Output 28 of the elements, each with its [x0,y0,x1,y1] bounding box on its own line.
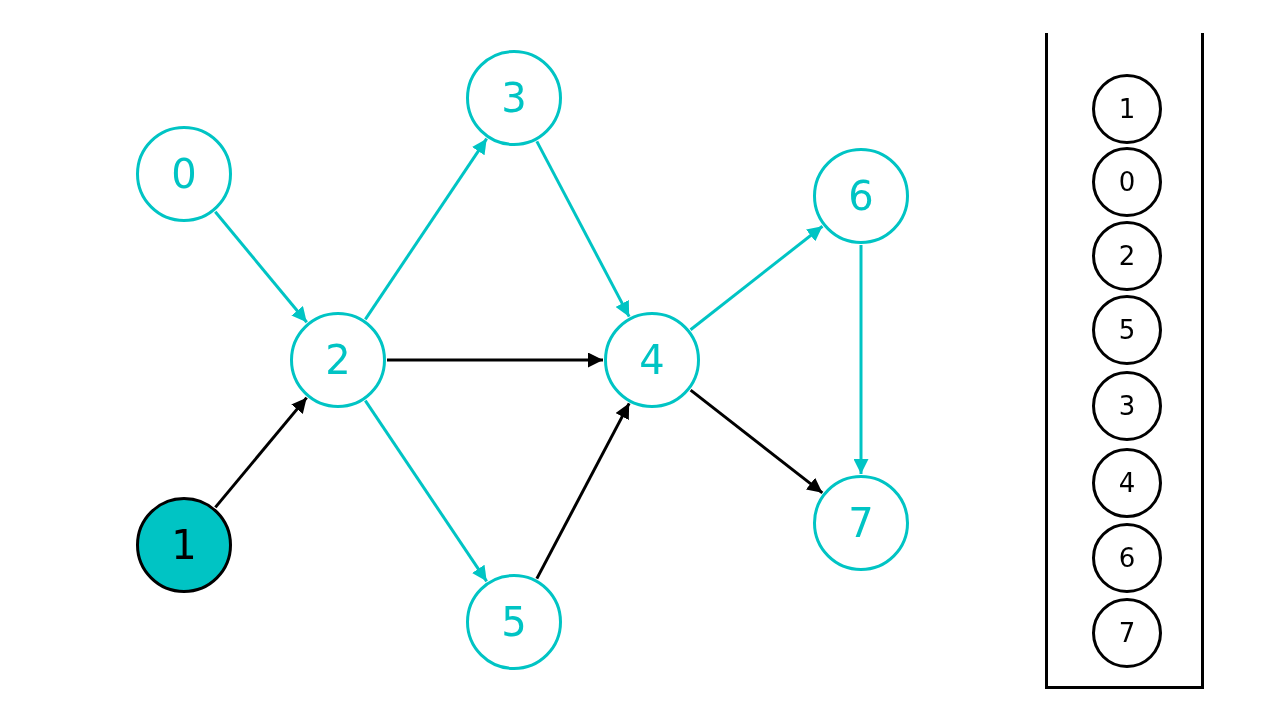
arrow [387,352,603,368]
arrow [853,245,869,474]
arrow [364,399,488,583]
node-label: 2 [325,337,351,383]
arrow [364,137,488,321]
stack-container [1045,33,1204,689]
node-label: 4 [639,337,665,383]
node-label: 0 [171,151,197,197]
arrow [689,225,824,331]
node-label: 5 [501,599,527,645]
node-label: 6 [848,173,874,219]
node-circle [604,312,700,408]
node-label: 6 [1118,543,1136,573]
node-label: 1 [171,522,197,568]
arrow [214,210,308,324]
arrow [689,388,824,495]
node-label: 1 [1118,94,1136,124]
node-label: 7 [848,500,874,546]
arrow [535,402,631,580]
arrow [535,140,631,318]
node-label: 2 [1118,241,1136,271]
node-label: 4 [1118,468,1136,498]
node-label: 3 [1118,391,1136,421]
node-label: 5 [1118,315,1136,345]
node-label: 3 [501,75,527,121]
arrow [214,396,308,509]
node-label: 0 [1118,167,1136,197]
node-label: 7 [1118,618,1136,648]
